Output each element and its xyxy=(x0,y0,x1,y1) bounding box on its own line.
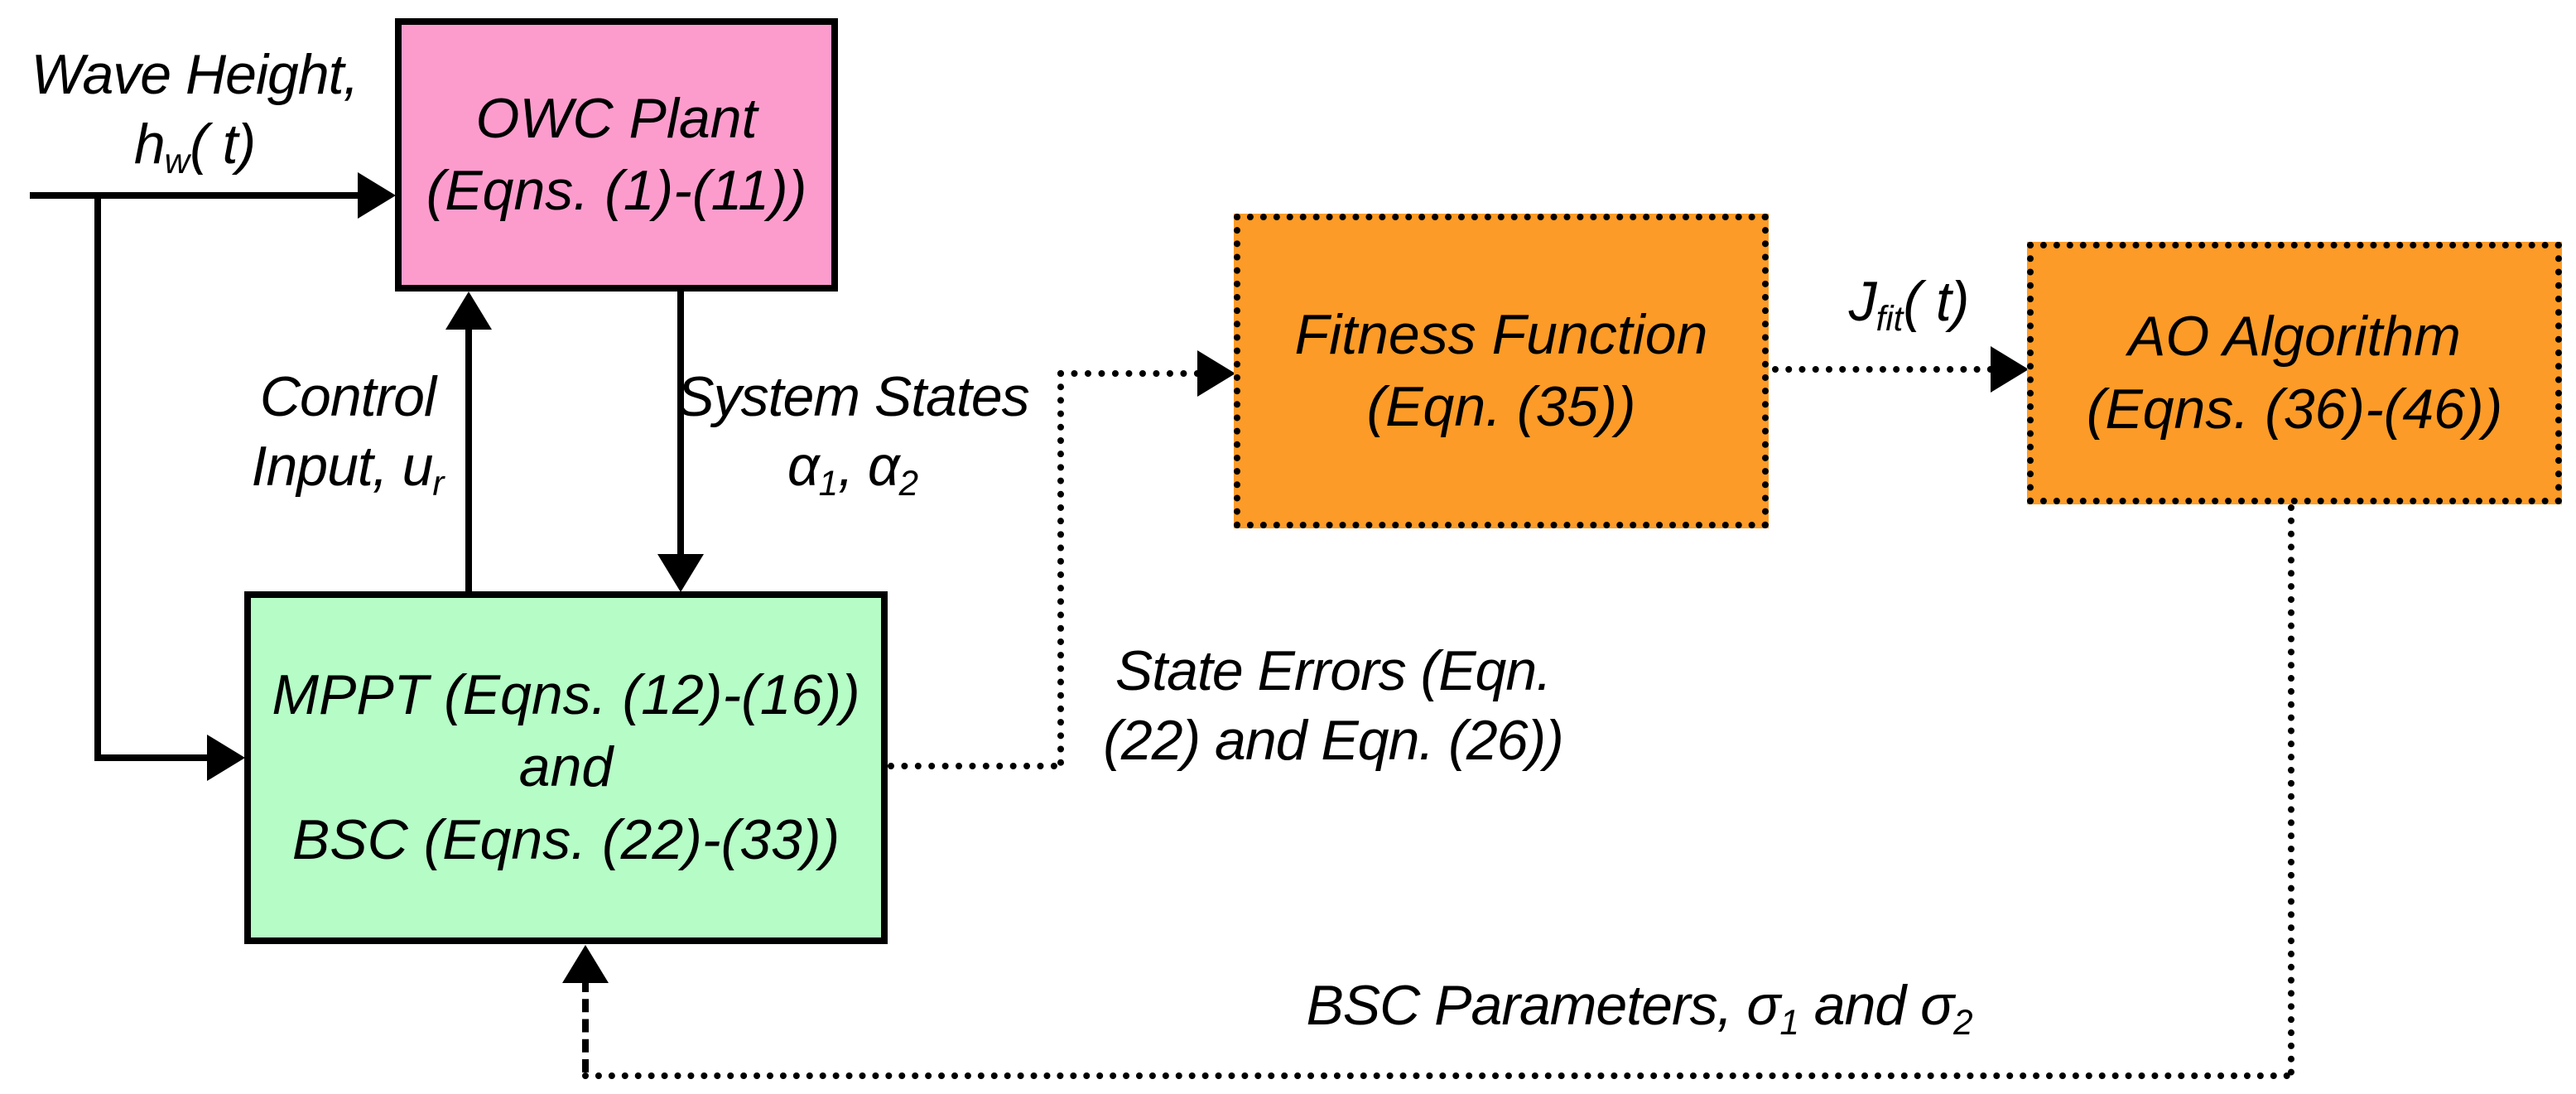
arrowhead-into-ao-algorithm-icon xyxy=(1991,346,2029,393)
mppt-equations: MPPT (Eqns. (12)-(16)) xyxy=(272,663,860,727)
bsc-parameters-vertical-line xyxy=(582,979,589,1072)
mppt-bsc-and: and xyxy=(518,735,614,799)
control-input-line xyxy=(465,326,472,591)
state-errors-text1: State Errors (Eqn. xyxy=(1115,639,1552,702)
bsc-equations: BSC (Eqns. (22)-(33)) xyxy=(291,807,840,871)
ao-output-vertical-line xyxy=(2288,504,2294,1076)
wave-height-branch-vertical-line xyxy=(94,192,101,761)
fitness-input-line xyxy=(1057,370,1201,377)
bsc-parameters-feedback-line xyxy=(582,1072,2291,1079)
ao-algorithm-box: AO Algorithm (Eqns. (36)-(46)) xyxy=(2027,242,2562,504)
state-errors-label: State Errors (Eqn. (22) and Eqn. (26)) xyxy=(1072,636,1594,776)
arrowhead-bsc-parameters-up-icon xyxy=(562,945,609,983)
wave-height-symbol-sub: w xyxy=(164,142,190,181)
bsc-parameters-mid: and σ xyxy=(1798,974,1954,1037)
ao-algorithm-title: AO Algorithm xyxy=(2128,305,2461,369)
control-input-symbol-sub: r xyxy=(432,464,445,504)
alpha-separator: , xyxy=(838,435,868,499)
fitness-function-box: Fitness Function (Eqn. (35)) xyxy=(1234,214,1769,528)
fitness-signal-label: Jfit( t) xyxy=(1793,267,2025,340)
state-errors-vertical-line xyxy=(1057,370,1064,766)
jfit-symbol-post: ( t) xyxy=(1903,270,1969,333)
wave-height-symbol-pre: h xyxy=(133,113,166,176)
system-states-symbols: α1, α2 xyxy=(662,431,1043,505)
wave-height-symbol: hw( t) xyxy=(8,109,381,183)
system-states-line xyxy=(677,292,684,557)
arrowhead-control-input-up-icon xyxy=(445,292,492,330)
control-input-label: Control Input, ur xyxy=(232,362,464,505)
alpha2-symbol: α xyxy=(867,435,900,499)
wave-height-input-line xyxy=(30,192,361,199)
mppt-bsc-box: MPPT (Eqns. (12)-(16)) and BSC (Eqns. (2… xyxy=(244,591,888,944)
arrowhead-into-owc-plant-icon xyxy=(358,172,396,219)
control-input-text2: Input, ur xyxy=(232,431,464,505)
arrowhead-into-mppt-bsc-icon xyxy=(207,735,245,781)
jfit-symbol-pre: J xyxy=(1848,270,1877,333)
owc-plant-title: OWC Plant xyxy=(475,86,758,150)
bsc-parameters-label: BSC Parameters, σ1 and σ2 xyxy=(1275,971,2004,1044)
bsc-parameters-pre: BSC Parameters, σ xyxy=(1306,974,1780,1037)
ao-algorithm-equations: (Eqns. (36)-(46)) xyxy=(2086,377,2503,441)
state-errors-text2: (22) and Eqn. (26)) xyxy=(1103,709,1564,773)
wave-height-symbol-post: ( t) xyxy=(190,113,256,176)
owc-plant-equations: (Eqns. (1)-(11)) xyxy=(426,159,807,222)
arrowhead-system-states-down-icon xyxy=(657,554,704,592)
jfit-symbol-sub: fit xyxy=(1875,298,1904,338)
alpha1-sub: 1 xyxy=(818,464,839,504)
state-errors-output-line xyxy=(888,763,1057,769)
sigma2-sub: 2 xyxy=(1953,1002,1973,1042)
alpha1-symbol: α xyxy=(787,435,820,499)
system-states-label: System States α1, α2 xyxy=(662,362,1043,505)
wave-height-branch-horizontal-line xyxy=(94,754,210,761)
fitness-output-line xyxy=(1772,366,1994,373)
control-input-text1: Control xyxy=(259,365,436,428)
sigma1-sub: 1 xyxy=(1779,1002,1799,1042)
arrowhead-into-fitness-function-icon xyxy=(1197,350,1235,397)
fitness-function-title: Fitness Function xyxy=(1294,302,1708,366)
system-states-text: System States xyxy=(677,365,1029,428)
fitness-function-equation: (Eqn. (35)) xyxy=(1366,375,1636,438)
control-input-symbol-pre: Input, u xyxy=(251,435,434,499)
wave-height-label: Wave Height, hw( t) xyxy=(8,40,381,183)
owc-plant-box: OWC Plant (Eqns. (1)-(11)) xyxy=(395,18,838,292)
wave-height-text: Wave Height, xyxy=(31,43,359,106)
alpha2-sub: 2 xyxy=(898,464,919,504)
